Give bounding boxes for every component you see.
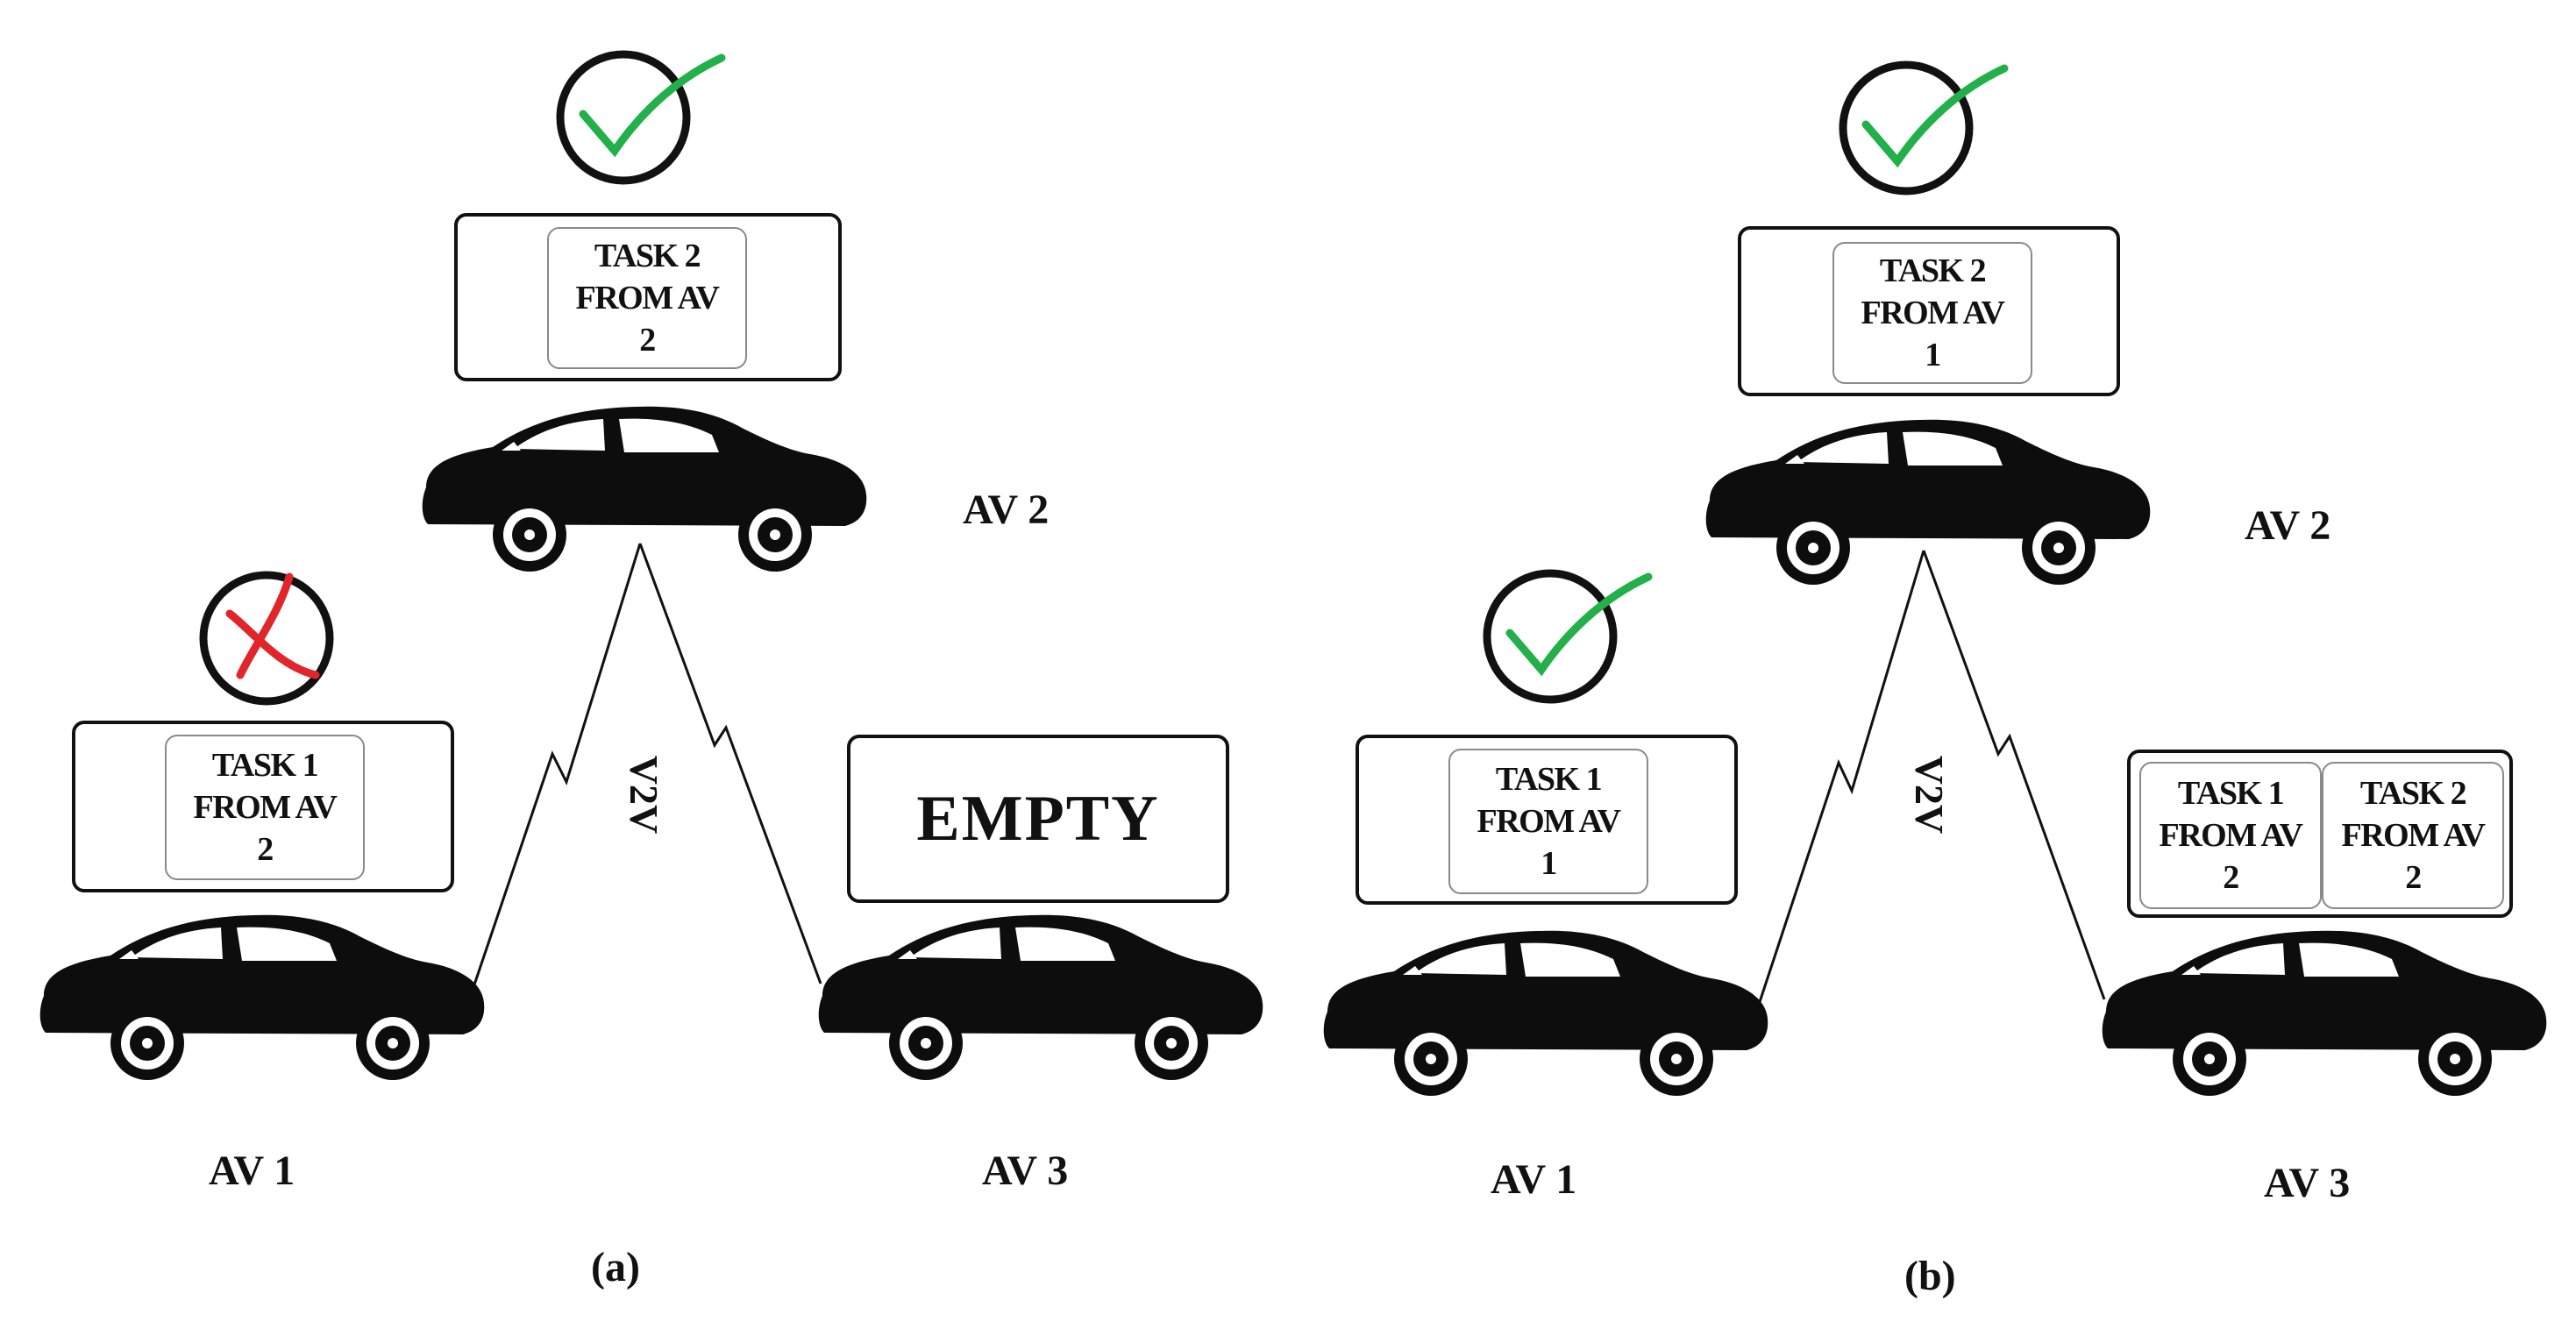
caption-b: (b) <box>1904 1253 1956 1299</box>
task-source: FROM AV <box>575 280 720 316</box>
car-b-av2 <box>1705 419 2151 585</box>
task-source: FROM AV <box>2159 817 2303 854</box>
task-title: TASK 2 <box>594 238 701 274</box>
car-b-av3 <box>2102 930 2547 1096</box>
av2-label-a: AV 2 <box>963 487 1050 533</box>
task-box-a-av2: TASK 2 FROM AV 2 <box>454 213 842 381</box>
task-card: TASK 1 FROM AV 1 <box>1448 749 1648 894</box>
task-card: TASK 1 FROM AV 2 <box>165 735 365 880</box>
task-source: FROM AV <box>2341 817 2486 854</box>
task-source-id: 1 <box>1541 845 1557 882</box>
task-title: TASK 1 <box>1495 761 1603 798</box>
task-source: FROM AV <box>193 789 338 826</box>
v2v-link-a-av2-av3 <box>638 543 822 984</box>
task-source-id: 1 <box>1925 337 1941 373</box>
car-a-av3 <box>818 914 1263 1080</box>
task-box-b-av1: TASK 1 FROM AV 1 <box>1356 735 1738 905</box>
task-card: TASK 2 FROM AV 2 <box>547 227 747 369</box>
car-b-av1 <box>1323 930 1768 1096</box>
v2v-label-b: V2V <box>1907 755 1953 835</box>
task-source-id: 2 <box>2223 859 2239 896</box>
task-card: TASK 2 FROM AV 1 <box>1832 242 2032 384</box>
av3-label-b: AV 3 <box>2264 1160 2351 1206</box>
task-title: TASK 1 <box>211 747 319 784</box>
car-a-av1 <box>39 914 485 1080</box>
v2v-link-b-av1-av2 <box>1754 550 1925 1013</box>
task-box-a-av3: EMPTY <box>847 735 1229 903</box>
task-box-b-av2: TASK 2 FROM AV 1 <box>1738 226 2120 396</box>
task-source-id: 2 <box>2405 859 2422 896</box>
empty-label: EMPTY <box>916 782 1160 855</box>
check-circle-icon <box>556 50 726 185</box>
task-title: TASK 1 <box>2177 775 2285 812</box>
check-circle-icon <box>1483 569 1653 704</box>
task-source-id: 2 <box>257 831 274 868</box>
v2v-label-a: V2V <box>622 755 667 835</box>
v2v-link-b-av2-av3 <box>1922 550 2106 1000</box>
task-box-a-av1: TASK 1 FROM AV 2 <box>72 721 454 892</box>
cross-circle-icon <box>199 571 334 706</box>
task-source: FROM AV <box>1477 803 1621 840</box>
car-a-av2 <box>422 406 867 572</box>
av1-label-a: AV 1 <box>209 1148 295 1194</box>
task-box-b-av3: TASK 1 FROM AV 2 TASK 2 FROM AV 2 <box>2127 750 2513 918</box>
v2v-link-a-av1-av2 <box>468 543 642 999</box>
av1-label-b: AV 1 <box>1491 1156 1577 1203</box>
task-card: TASK 1 FROM AV 2 <box>2139 762 2322 909</box>
task-title: TASK 2 <box>1879 252 1987 289</box>
task-source: FROM AV <box>1861 295 2005 331</box>
av3-label-a: AV 3 <box>982 1148 1069 1194</box>
task-title: TASK 2 <box>2359 775 2467 812</box>
task-card: TASK 2 FROM AV 2 <box>2322 762 2504 909</box>
check-circle-icon <box>1839 60 2009 195</box>
task-source-id: 2 <box>639 322 656 359</box>
av2-label-b: AV 2 <box>2245 502 2331 549</box>
caption-a: (a) <box>591 1244 640 1290</box>
